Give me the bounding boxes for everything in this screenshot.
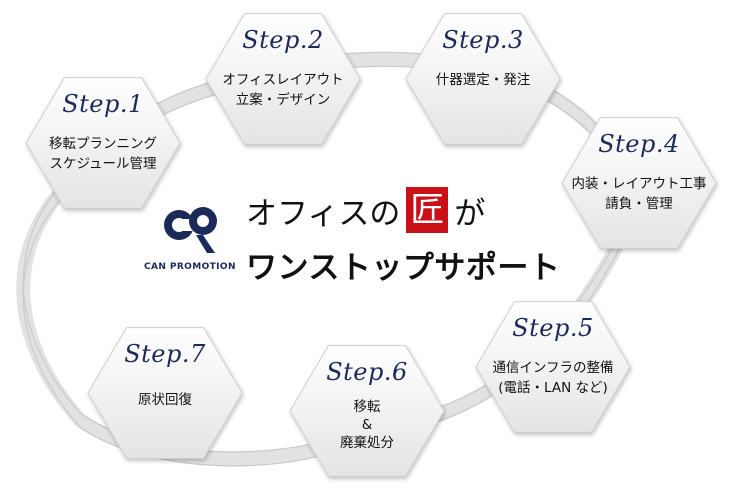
headline-line2: ワンストップサポート xyxy=(246,250,561,286)
step-2-hexagon-shape xyxy=(205,13,361,145)
step-7-hexagon: Step.7 原状回復 xyxy=(90,318,240,468)
brand-name: CAN PROMOTION xyxy=(144,262,236,272)
step-6-hexagon-shape xyxy=(289,345,445,477)
step-1-title: Step.1 xyxy=(62,90,144,118)
step-5-title: Step.5 xyxy=(512,314,594,342)
can-promotion-logo-icon xyxy=(164,207,217,253)
step-4-hexagon-shape xyxy=(561,117,717,249)
headline-post: が xyxy=(454,195,486,232)
headline-accent-badge: 匠 xyxy=(406,187,449,233)
step-4-hexagon: Step.4 内装・レイアウト工事 請負・管理 xyxy=(564,108,714,258)
step-6-hexagon: Step.6 移転 & 廃棄処分 xyxy=(292,336,442,486)
step-6-title: Step.6 xyxy=(326,358,408,386)
headline-line1: オフィスの 匠 が xyxy=(246,186,560,234)
step-5-hexagon-shape xyxy=(475,301,631,433)
step-4-description: 内装・レイアウト工事 請負・管理 xyxy=(571,176,707,212)
step-2-description: オフィスレイアウト 立案・デザイン xyxy=(222,72,344,108)
step-6-description: 移転 & 廃棄処分 xyxy=(340,399,394,451)
step-7-title: Step.7 xyxy=(124,340,206,368)
step-5-hexagon: Step.5 通信インフラの整備 (電話・LAN など) xyxy=(478,292,628,442)
headline: オフィスの 匠 が ワンストップサポート xyxy=(246,186,560,287)
step-3-hexagon: Step.3 什器選定・発注 xyxy=(408,4,558,154)
step-4-title: Step.4 xyxy=(598,130,680,158)
step-5-description: 通信インフラの整備 (電話・LAN など) xyxy=(492,360,614,396)
step-7-hexagon-shape xyxy=(87,327,243,459)
step-3-hexagon-shape xyxy=(405,13,561,145)
step-1-description: 移転プランニング スケジュール管理 xyxy=(49,136,157,172)
step-2-hexagon: Step.2 オフィスレイアウト 立案・デザイン xyxy=(208,4,358,154)
step-3-description: 什器選定・発注 xyxy=(435,72,531,88)
step-2-title: Step.2 xyxy=(242,26,324,54)
step-1-hexagon-shape xyxy=(25,77,181,209)
step-3-title: Step.3 xyxy=(442,26,524,54)
headline-pre: オフィスの xyxy=(246,195,401,232)
step-1-hexagon: Step.1 移転プランニング スケジュール管理 xyxy=(28,68,178,218)
step-7-description: 原状回復 xyxy=(138,392,192,408)
